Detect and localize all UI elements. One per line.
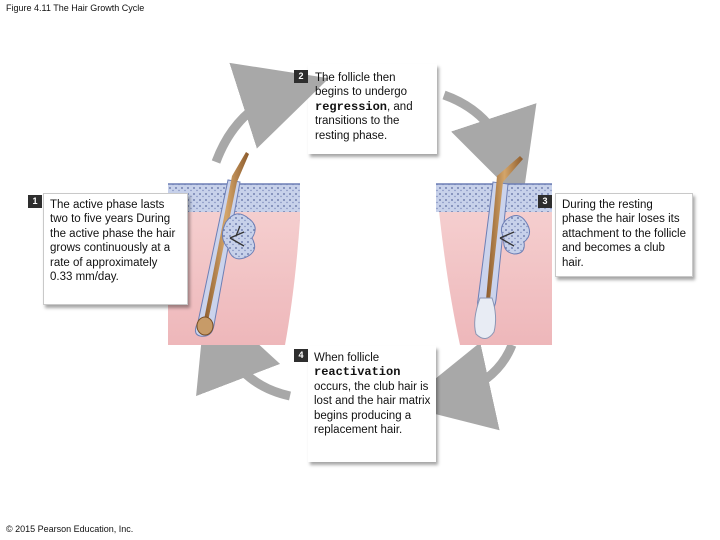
cycle-arrow-top-right — [442, 90, 537, 203]
step-4-text-after: occurs, the club hair is lost and the ha… — [314, 366, 434, 437]
copyright-notice: © 2015 Pearson Education, Inc. — [6, 524, 134, 534]
step-4-caption: When follicle reactivation occurs, the c… — [308, 347, 438, 459]
skin-section-telogen — [436, 156, 552, 345]
cycle-arrow-bottom-left — [196, 295, 292, 401]
step-2-text-after: , and transitions to the resting phase. — [315, 100, 416, 142]
cycle-arrow-bottom-right — [402, 342, 517, 431]
step-2-text-before: The follicle then begins to undergo — [315, 72, 411, 99]
step-4-keyword: reactivation — [314, 365, 401, 380]
step-4-badge: 4 — [294, 349, 308, 362]
step-1-badge: 1 — [28, 195, 42, 208]
cycle-arrow-top-left — [211, 62, 329, 164]
step-1-caption: The active phase lasts two to five years… — [43, 193, 188, 305]
step-4-panel — [308, 346, 436, 462]
skin-section-anagen — [168, 152, 300, 345]
figure-title: Figure 4.11 The Hair Growth Cycle — [6, 3, 145, 13]
step-3-badge: 3 — [538, 195, 552, 208]
step-2-badge: 2 — [294, 70, 308, 83]
step-2-caption: The follicle then begins to undergo regr… — [293, 67, 437, 153]
step-3-caption: During the resting phase the hair loses … — [555, 193, 693, 277]
step-2-keyword: regression — [315, 99, 388, 114]
step-4-text-before: When follicle — [314, 352, 383, 364]
